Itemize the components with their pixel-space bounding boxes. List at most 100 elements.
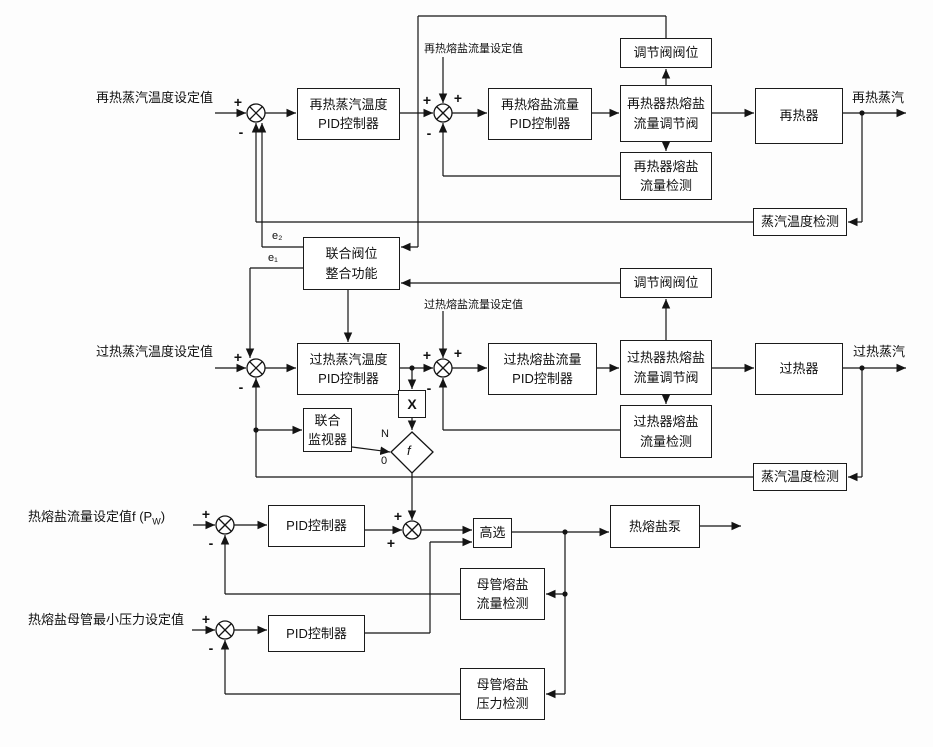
block-reheat-temp-pid: 再热蒸汽温度 PID控制器 <box>297 88 400 140</box>
block-label: 调节阀阀位 <box>633 275 699 291</box>
block-label: 母管熔盐 <box>476 676 529 692</box>
sign-plus: + <box>233 349 243 365</box>
block-label: 过热熔盐流量 <box>503 351 582 367</box>
sign-plus: + <box>422 347 432 363</box>
block-label: 流量调节阀 <box>633 369 699 385</box>
summing-junction <box>215 515 235 535</box>
block-reheater: 再热器 <box>755 88 843 144</box>
block-label: 过热器 <box>779 361 819 377</box>
summing-junctions <box>215 103 453 640</box>
block-reheat-valve: 再热器热熔盐 流量调节阀 <box>620 85 712 142</box>
block-label: 母管熔盐 <box>476 576 529 592</box>
sign-minus: - <box>238 379 244 395</box>
block-combined-valve-position: 联合阀位 整合功能 <box>303 237 400 290</box>
block-label: 蒸汽温度检测 <box>760 214 839 230</box>
block-salt-pump: 热熔盐泵 <box>610 505 700 548</box>
connector-lines <box>192 15 906 699</box>
block-superheat-temp-pid: 过热蒸汽温度 PID控制器 <box>297 343 400 395</box>
block-label: 过热器热熔盐 <box>626 350 705 365</box>
block-steam-temp-detect-bottom: 蒸汽温度检测 <box>753 463 847 491</box>
multiplier-block: X <box>398 390 426 418</box>
sign-minus: - <box>426 380 432 396</box>
block-pressure-pid: PID控制器 <box>268 615 365 652</box>
sign-plus: + <box>386 535 396 551</box>
block-label: 高选 <box>479 525 506 541</box>
block-label: 过热蒸汽温度 <box>309 351 388 367</box>
block-label: 再热器熔盐 <box>633 158 699 174</box>
sign-minus: - <box>426 125 432 141</box>
block-superheat-valve: 过热器热熔盐 流量调节阀 <box>620 340 712 395</box>
label-text: 热熔盐流量设定值f (P <box>28 509 153 524</box>
block-label: 再热熔盐流量 <box>500 96 579 112</box>
selector-diamond <box>390 431 434 474</box>
label-selector-n: N <box>381 428 389 440</box>
block-label: PID控制器 <box>512 371 573 386</box>
label-reheat-flow-setpoint: 再热熔盐流量设定值 <box>424 43 523 55</box>
sign-plus: + <box>201 506 211 522</box>
sign-minus: - <box>208 535 214 551</box>
summing-junction <box>402 520 422 540</box>
summing-junction <box>246 358 266 378</box>
block-valve-position-mid: 调节阀阀位 <box>620 268 712 298</box>
sign-plus: + <box>393 508 403 524</box>
block-label: 过热器熔盐 <box>633 414 699 429</box>
block-label: 再热器 <box>779 108 819 124</box>
label-superheat-flow-setpoint: 过热熔盐流量设定值 <box>424 299 523 311</box>
block-label: 流量检测 <box>639 433 692 449</box>
sign-plus: + <box>453 90 463 106</box>
block-label: 热熔盐泵 <box>628 518 681 534</box>
block-label: PID控制器 <box>286 625 347 641</box>
block-valve-position-top: 调节阀阀位 <box>620 38 712 68</box>
label-superheat-temp-setpoint: 过热蒸汽温度设定值 <box>96 344 214 359</box>
sign-plus: + <box>233 94 243 110</box>
block-label: 整合功能 <box>325 265 378 281</box>
block-label: 压力检测 <box>476 696 529 711</box>
block-superheat-flow-pid: 过热熔盐流量 PID控制器 <box>488 343 597 395</box>
block-steam-temp-detect-top: 蒸汽温度检测 <box>753 208 847 236</box>
block-label: 再热器热熔盐 <box>626 96 705 111</box>
label-subscript: W <box>152 516 161 527</box>
block-label: 流量调节阀 <box>633 115 699 131</box>
label-selector-zero: 0 <box>381 455 388 467</box>
block-combined-monitor: 联合 监视器 <box>303 408 352 452</box>
block-header-pressure-detect: 母管熔盐 压力检测 <box>460 668 545 720</box>
block-label: PID控制器 <box>318 371 379 386</box>
block-label: 监视器 <box>307 432 347 447</box>
block-label: 流量检测 <box>639 178 692 193</box>
label-header-pressure-setpoint: 热熔盐母管最小压力设定值 <box>28 612 185 627</box>
label-pump-flow-setpoint: 热熔盐流量设定值f (PW) <box>28 506 165 527</box>
summing-junction <box>215 620 235 640</box>
label-reheat-steam-output: 再热蒸汽 <box>852 90 905 105</box>
sign-minus: - <box>238 124 244 140</box>
label-e2: e₂ <box>272 230 283 242</box>
block-high-select: 高选 <box>473 518 512 548</box>
block-flow-pid: PID控制器 <box>268 505 365 547</box>
sign-plus: + <box>201 611 211 627</box>
block-header-flow-detect: 母管熔盐 流量检测 <box>460 568 545 620</box>
label-selector-f: f <box>407 443 411 458</box>
multiplier-label: X <box>407 395 417 412</box>
label-superheat-steam-output: 过热蒸汽 <box>853 344 906 359</box>
summing-junction <box>433 358 453 378</box>
label-e1: e₁ <box>268 252 278 264</box>
block-label: 调节阀阀位 <box>633 45 699 61</box>
sign-plus: + <box>422 92 432 108</box>
label-text: ) <box>160 509 166 524</box>
summing-junction <box>246 103 266 123</box>
sign-plus: + <box>453 345 463 361</box>
block-superheat-flow-detect: 过热器熔盐 流量检测 <box>620 405 712 458</box>
block-label: 联合 <box>314 412 341 428</box>
summing-junction <box>433 103 453 123</box>
junction-dots <box>253 110 865 597</box>
block-label: PID控制器 <box>286 518 347 534</box>
block-label: 蒸汽温度检测 <box>760 469 839 485</box>
block-label: 再热蒸汽温度 <box>309 96 388 112</box>
sign-minus: - <box>208 640 214 656</box>
block-label: PID控制器 <box>318 116 379 131</box>
block-superheater: 过热器 <box>755 343 843 395</box>
block-reheat-flow-detect: 再热器熔盐 流量检测 <box>620 152 712 200</box>
block-label: 联合阀位 <box>325 246 378 261</box>
block-label: 流量检测 <box>476 596 529 611</box>
